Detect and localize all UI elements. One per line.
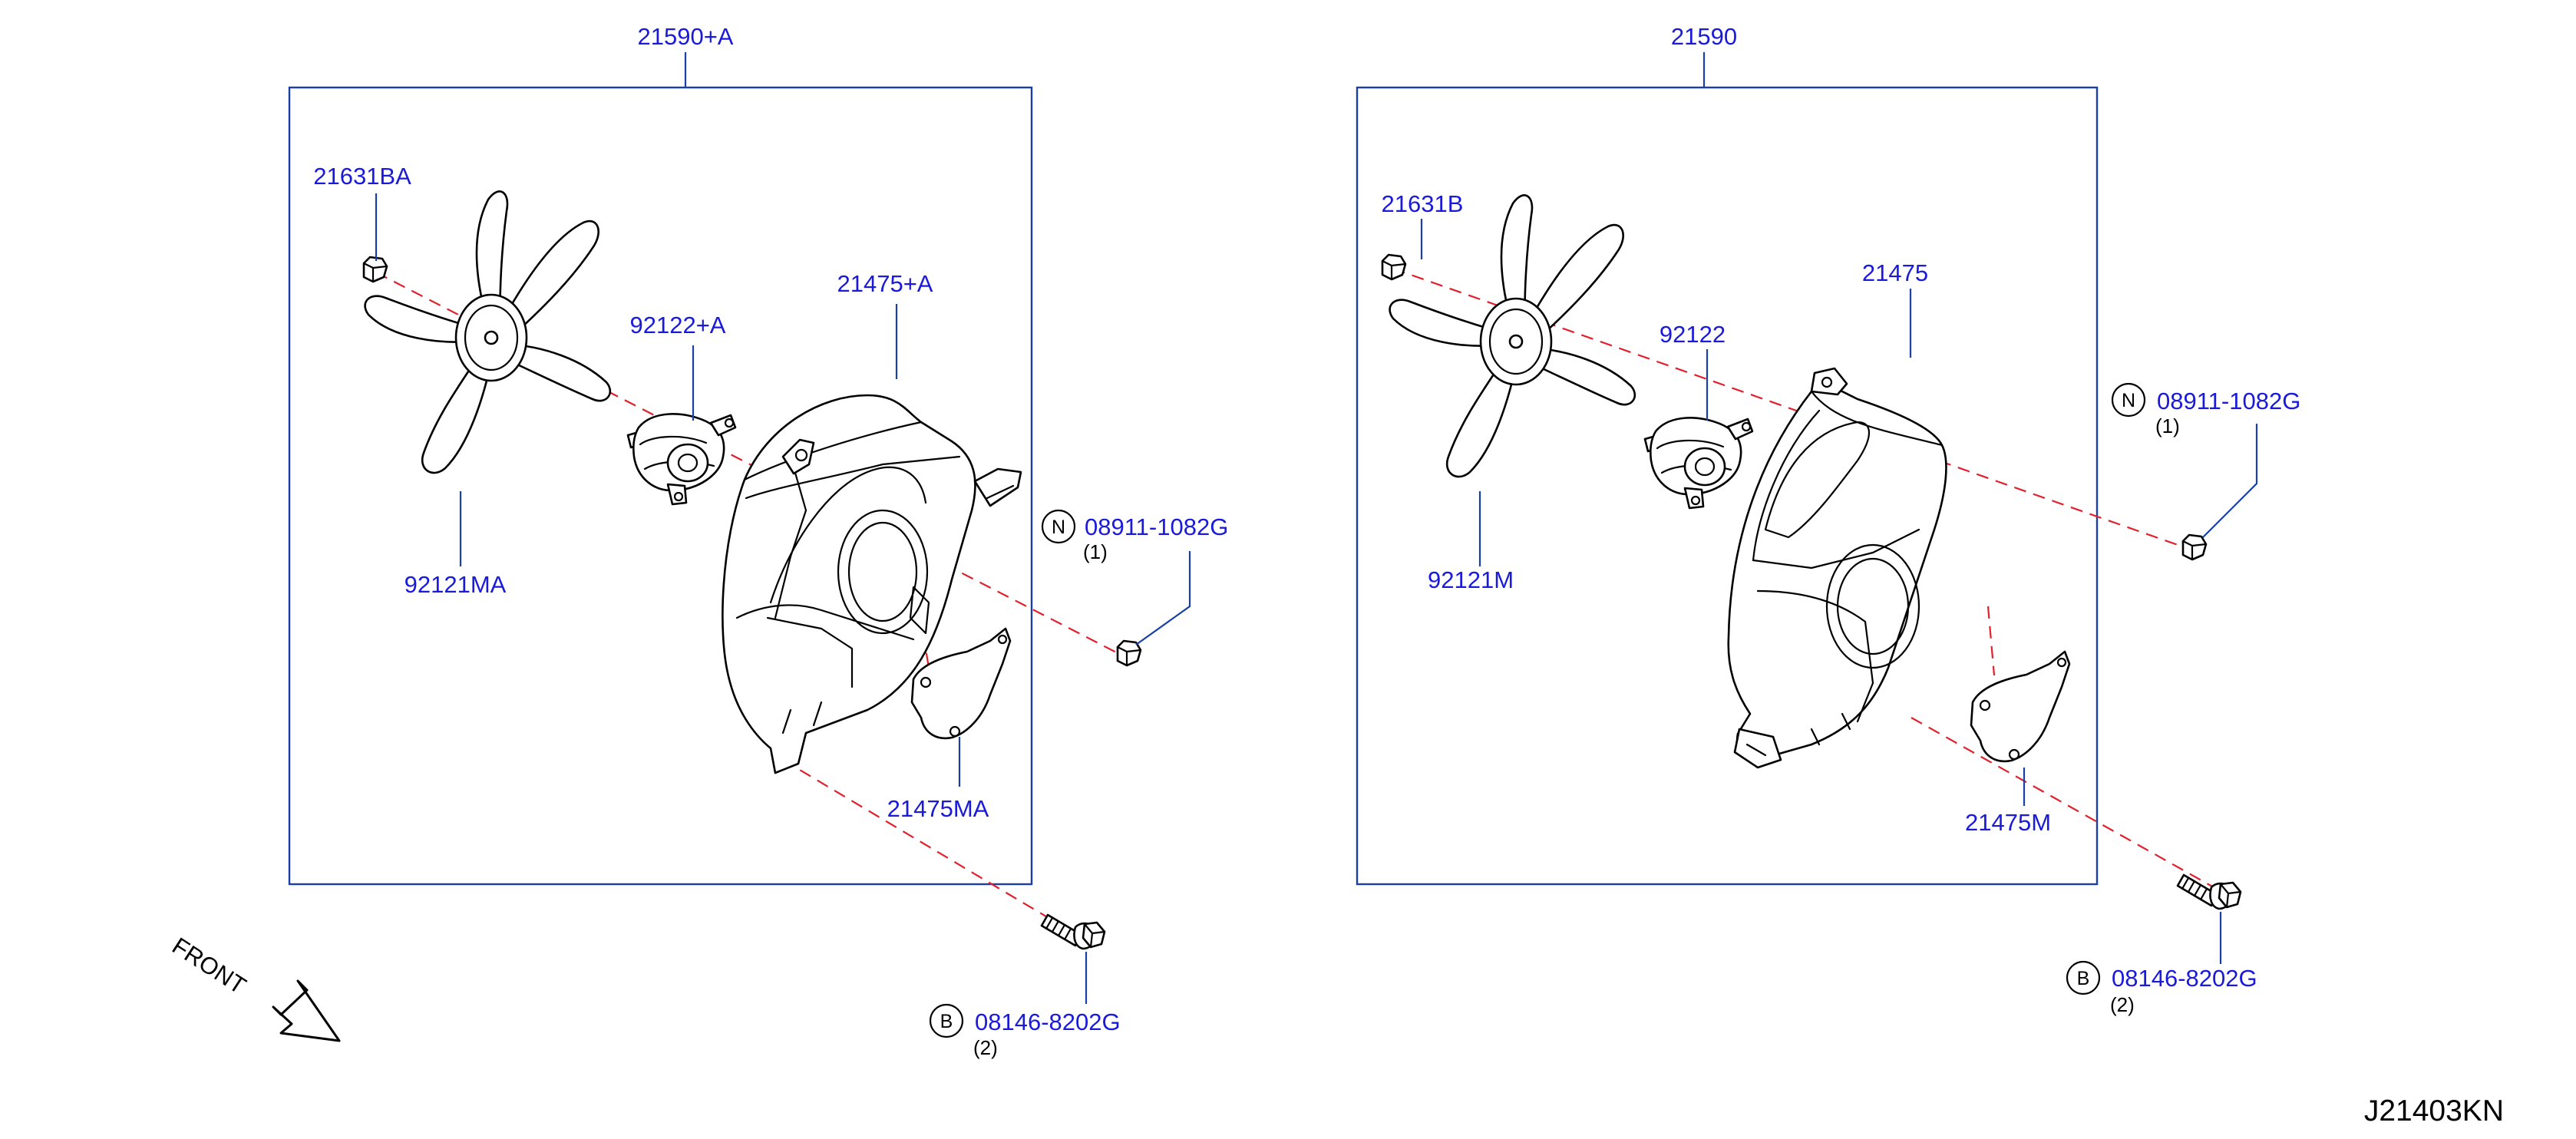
fan-nut-right [1381,253,1407,281]
bolt-quantity-right: (2) [2110,993,2135,1016]
fan-motor-left [626,413,737,506]
bolt-badge-left: B [940,1011,953,1032]
part-label-shroud-cover-right: 21475M [1965,809,2051,836]
part-label-shroud-right: 21475 [1862,259,1928,286]
diagram-code: J21403KN [2364,1094,2504,1127]
part-label-fan-blade-left: 92121MA [405,571,507,598]
front-label: FRONT [167,933,251,1000]
fan-motor-right [1643,417,1754,510]
part-label-fan-blade-right: 92121M [1428,566,1514,593]
assembly-box-right [1356,86,2099,886]
part-label-shroud-left: 21475+A [837,270,933,297]
part-label-fan-nut-left: 21631BA [313,163,411,190]
part-label-fan-motor-right: 92122 [1660,321,1726,348]
nut-badge-right: N [2122,390,2135,411]
front-indicator: FRONT [167,933,341,1042]
bolt-quantity-left: (2) [973,1036,998,1059]
shroud-right [1727,367,1947,769]
nut-part-number-right: 08911-1082G [2157,388,2300,414]
bolt-part-number-left: 08146-8202G [975,1009,1121,1035]
nut-quantity-right: (1) [2155,414,2180,437]
fan-blade-left [364,190,612,474]
part-label-fan-motor-left: 92122+A [630,312,726,338]
fan-blade-right [1389,194,1636,478]
bolt-badge-right: B [2077,968,2090,989]
nut-fastener-right [2181,533,2208,561]
front-arrow-icon [272,979,341,1042]
nut-badge-left: N [1052,517,1065,538]
assembly-box-left [288,86,1033,886]
assembly-right: 21590 21631B 92121M 92122 21475 21475M N… [1356,23,2300,1016]
bolt-fastener-right [2176,873,2242,910]
shroud-cover-right [1970,650,2071,763]
nut-quantity-left: (1) [1083,540,1108,563]
part-label-fan-nut-right: 21631B [1382,190,1464,217]
bolt-fastener-left [1040,913,1106,950]
assembly-left: 21590+A 21631BA 92121MA 92122+A 21475+A … [288,23,1228,1059]
bolt-part-number-right: 08146-8202G [2112,965,2257,992]
nut-part-number-left: 08911-1082G [1085,513,1228,540]
assembly-number-left: 21590+A [638,23,734,50]
part-label-shroud-cover-left: 21475MA [887,795,989,822]
assembly-number-right: 21590 [1671,23,1737,50]
